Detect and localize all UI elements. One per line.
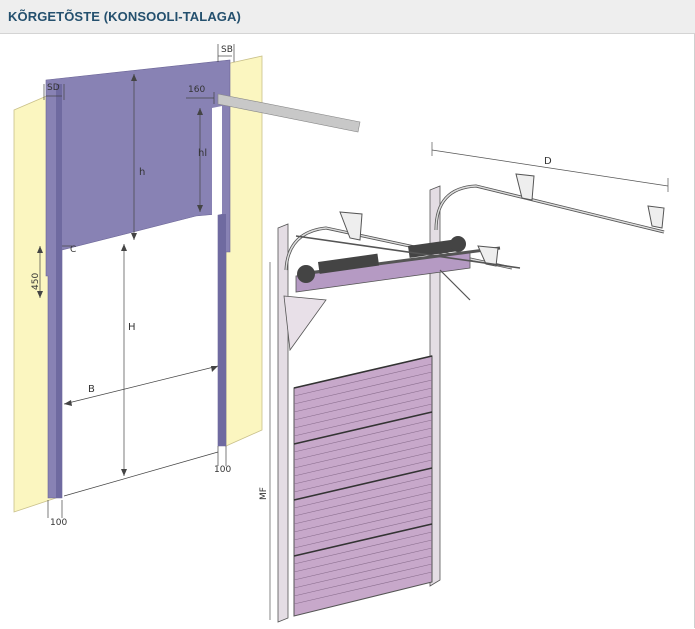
dim-h: h xyxy=(139,167,145,178)
dim-MF: MF xyxy=(259,487,269,500)
dim-160: 160 xyxy=(188,85,205,95)
left-jamb-edge xyxy=(56,84,62,498)
left-drum xyxy=(297,265,315,283)
left-curved-track-inner xyxy=(285,227,513,271)
support-beam xyxy=(217,93,361,133)
section-header: KÕRGETÕSTE (KONSOOLI-TALAGA) xyxy=(0,0,695,34)
right-drum xyxy=(450,236,466,252)
panel-joints xyxy=(293,355,433,557)
wall-opening-drawing: SD SB 160 h hl C 450 H B 100 100 xyxy=(13,44,361,528)
dim-c: C xyxy=(70,245,76,255)
brace-left xyxy=(439,269,471,301)
right-curved-track xyxy=(434,184,665,234)
cross-beam xyxy=(295,235,521,269)
wall-bracket xyxy=(283,295,327,352)
spring-left xyxy=(317,253,380,274)
dimension-lines xyxy=(39,44,235,518)
right-gap xyxy=(212,106,222,216)
garage-door-diagram: SD SB 160 h hl C 450 H B 100 100 D xyxy=(13,44,669,623)
dim-sb: SB xyxy=(221,45,233,55)
section-title: KÕRGETÕSTE (KONSOOLI-TALAGA) xyxy=(8,9,241,24)
dim-d-line xyxy=(431,149,669,187)
right-curved-track-inner xyxy=(435,185,665,233)
right-jamb-edge xyxy=(218,214,226,446)
dim-100-right: 100 xyxy=(214,465,231,475)
left-vertical-rail xyxy=(277,223,289,623)
door-assembly-drawing: D xyxy=(259,142,669,623)
dim-100-left: 100 xyxy=(50,518,67,528)
ceiling-hangers xyxy=(339,173,665,267)
dim-hl: hl xyxy=(198,148,207,159)
dim-sd: SD xyxy=(47,83,60,93)
dim-450: 450 xyxy=(31,273,41,290)
dim-H: H xyxy=(128,322,136,333)
dim-D: D xyxy=(544,156,552,167)
dimension-arrows xyxy=(37,74,218,476)
panel-ribs xyxy=(293,363,433,605)
lintel-fascia xyxy=(45,59,231,499)
dim-B: B xyxy=(88,384,95,395)
wall-right-jamb xyxy=(225,55,263,447)
